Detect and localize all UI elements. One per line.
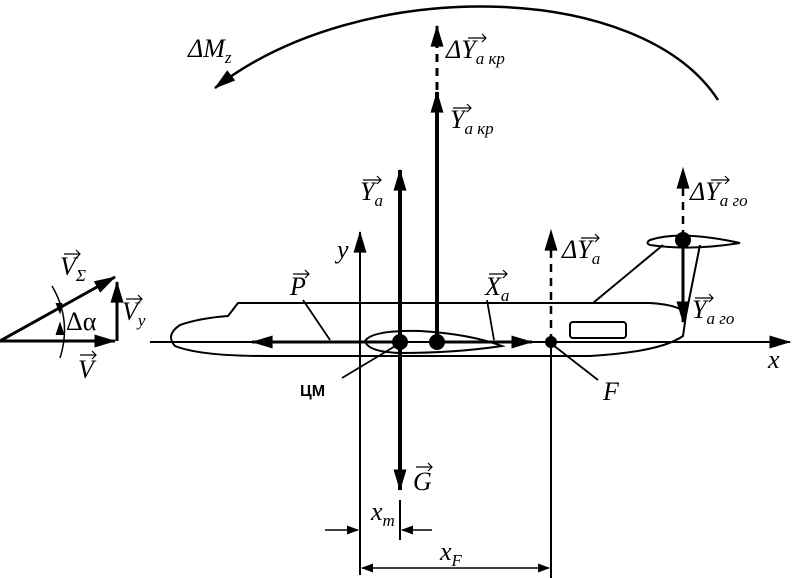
wing-lift-label: Ya кр — [450, 105, 494, 138]
v-sigma-vector — [0, 275, 116, 343]
delta-alpha-arrow-bottom — [55, 321, 65, 336]
delta-alpha-arrow-top — [55, 302, 63, 315]
velocity-triangle — [0, 275, 124, 359]
delta-lift-label: ΔYa — [561, 235, 600, 268]
x-t-label: xт — [370, 497, 395, 530]
tail-lift-label: Ya го — [692, 295, 734, 328]
delta-alpha-arc — [51, 285, 66, 359]
x-axis-label: x — [767, 345, 780, 374]
center-of-mass-label: ЦМ — [300, 383, 325, 400]
v-label: V — [78, 355, 97, 384]
y-axis-label: y — [334, 235, 349, 264]
wing-lift-point — [429, 334, 445, 350]
drag-leader — [486, 299, 495, 341]
v-y-label: Vy — [122, 297, 146, 330]
delta-wing-lift-label: ΔYa кр — [445, 35, 505, 68]
drag-label: Xa — [484, 272, 509, 305]
window — [569, 321, 627, 339]
gravity-label: G — [413, 467, 432, 496]
cm-leader — [341, 344, 398, 379]
focus-leader — [552, 344, 599, 381]
focus-label: F — [602, 377, 620, 406]
fuselage — [170, 302, 688, 357]
wing-profile — [363, 329, 506, 355]
delta-tail-lift-label: ΔYa го — [689, 177, 748, 210]
v-sigma-label: VΣ — [60, 252, 86, 285]
moment-arc — [214, 5, 720, 101]
horizontal-tail — [646, 234, 741, 249]
delta-moment-label: ΔMz — [187, 34, 232, 67]
delta-alpha-label: Δα — [66, 307, 97, 336]
lift-label: Ya — [360, 177, 383, 210]
thrust-label: P — [289, 272, 306, 301]
tail-point — [675, 232, 691, 248]
thrust-leader — [302, 299, 331, 341]
x-f-label: xF — [439, 537, 463, 570]
